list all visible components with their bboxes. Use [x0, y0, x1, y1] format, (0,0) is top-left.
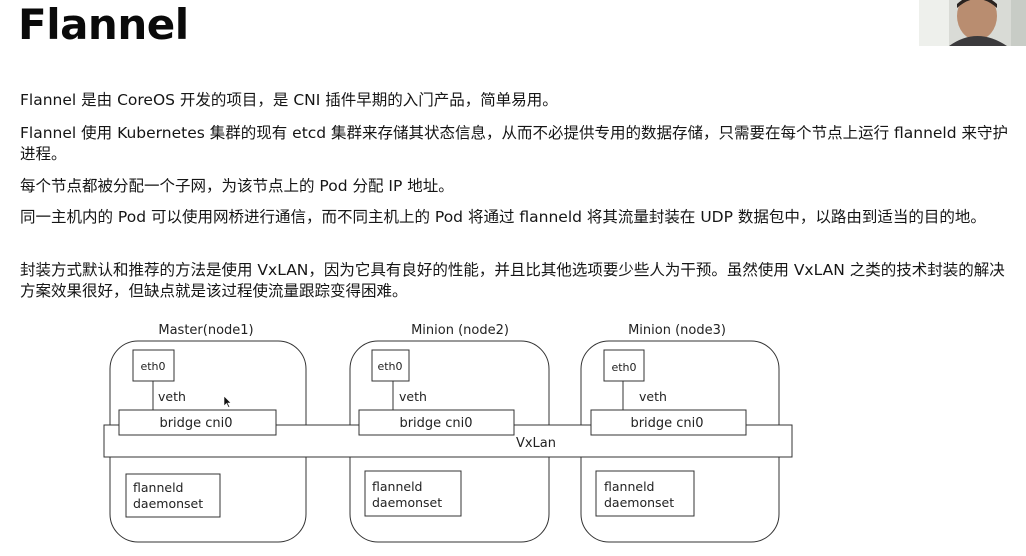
- mouse-cursor-icon: [223, 395, 232, 408]
- presenter-webcam-thumbnail: [919, 0, 1026, 46]
- node1-flanneld-box: [125, 473, 221, 518]
- node2-veth-label: veth: [399, 389, 427, 404]
- paragraph-5: 封装方式默认和推荐的方法是使用 VxLAN，因为它具有良好的性能，并且比其他选项…: [20, 261, 1005, 300]
- slide-title: Flannel: [18, 0, 189, 49]
- paragraph-4: 同一主机内的 Pod 可以使用网桥进行通信，而不同主机上的 Pod 将通过 fl…: [20, 208, 986, 226]
- paragraph-3: 每个节点都被分配一个子网，为该节点上的 Pod 分配 IP 地址。: [20, 177, 454, 195]
- node1-flanneld-line1: flanneld: [133, 480, 183, 495]
- node1-eth0-box: [132, 349, 175, 382]
- node3-header: Minion (node3): [628, 323, 726, 338]
- node1-eth0-label: eth0: [140, 360, 165, 373]
- node3-flanneld-box: [595, 470, 695, 517]
- node3-flanneld-line1: flanneld: [604, 479, 654, 494]
- paragraph-1: Flannel 是由 CoreOS 开发的项目，是 CNI 插件早期的入门产品，…: [20, 91, 558, 109]
- node3-eth0-box: [603, 349, 645, 382]
- node2-bridge-label: bridge cni0: [399, 416, 472, 431]
- node1-flanneld-line2: daemonset: [133, 496, 203, 511]
- node2-eth0-box: [371, 349, 410, 382]
- node1-bridge-box: [118, 409, 277, 436]
- node3-eth0-label: eth0: [611, 361, 636, 374]
- node3-veth-label: veth: [639, 389, 667, 404]
- node2-flanneld-line2: daemonset: [372, 495, 442, 510]
- node2-eth0-label: eth0: [377, 360, 402, 373]
- node1-bridge-label: bridge cni0: [159, 416, 232, 431]
- vxlan-label: VxLan: [516, 436, 556, 451]
- node2-flanneld-line1: flanneld: [372, 479, 422, 494]
- node2-bridge-box: [358, 409, 515, 436]
- node3-bridge-box: [590, 409, 747, 436]
- node3-flanneld-line2: daemonset: [604, 495, 674, 510]
- node1-header: Master(node1): [158, 323, 253, 338]
- node2-flanneld-box: [364, 470, 462, 517]
- node2-header: Minion (node2): [411, 323, 509, 338]
- node1-veth-label: veth: [158, 389, 186, 404]
- node3-bridge-label: bridge cni0: [630, 416, 703, 431]
- paragraph-2: Flannel 使用 Kubernetes 集群的现有 etcd 集群来存储其状…: [20, 124, 1009, 163]
